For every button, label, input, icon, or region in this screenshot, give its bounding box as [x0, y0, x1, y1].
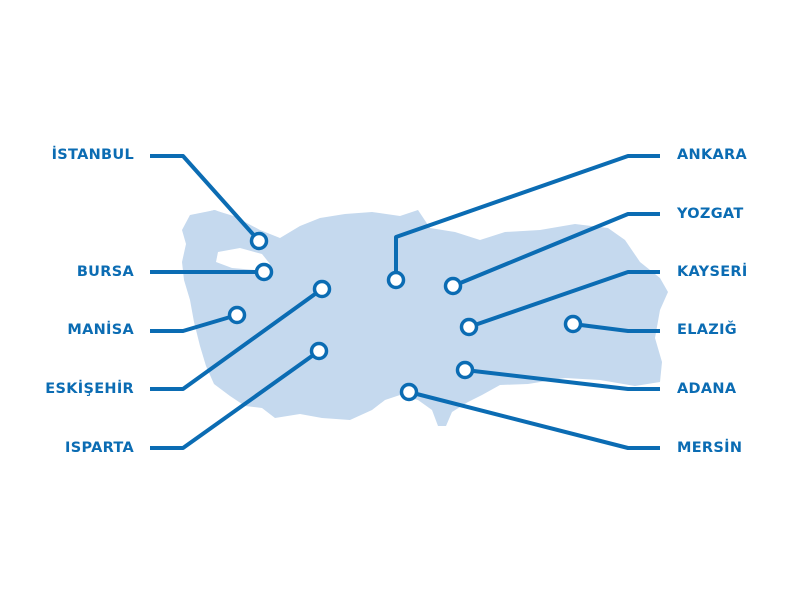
leader-line-eskisehir	[150, 287, 324, 391]
marker-istanbul	[249, 231, 269, 251]
marker-bursa	[254, 262, 274, 282]
label-kayseri: KAYSERİ	[677, 264, 748, 280]
city-markers	[227, 231, 583, 402]
turkey-landmass	[182, 210, 668, 426]
label-isparta: ISPARTA	[65, 440, 134, 456]
marker-ankara	[386, 270, 406, 290]
marker-isparta	[309, 341, 329, 361]
leader-line-isparta	[150, 349, 321, 450]
leader-line-istanbul	[150, 154, 261, 243]
label-mersin: MERSİN	[677, 440, 743, 456]
marker-kayseri	[459, 317, 479, 337]
leader-line-ankara	[394, 154, 660, 280]
label-bursa: BURSA	[76, 264, 134, 280]
marker-yozgat	[443, 276, 463, 296]
leader-line-kayseri	[468, 270, 660, 329]
sea-of-marmara	[216, 248, 270, 270]
label-adana: ADANA	[677, 381, 737, 397]
label-elazig: ELAZIĞ	[677, 322, 737, 338]
marker-eskisehir	[312, 279, 332, 299]
marker-manisa	[227, 305, 247, 325]
leader-line-yozgat	[452, 212, 660, 288]
leader-line-manisa	[150, 313, 238, 333]
marker-elazig	[563, 314, 583, 334]
label-manisa: MANİSA	[67, 322, 134, 338]
marker-adana	[455, 360, 475, 380]
marker-mersin	[399, 382, 419, 402]
leader-line-adana	[464, 368, 660, 391]
label-eskisehir: ESKİŞEHİR	[45, 381, 134, 397]
leader-lines	[150, 154, 660, 450]
leader-line-mersin	[408, 390, 660, 450]
label-istanbul: İSTANBUL	[51, 147, 134, 163]
label-yozgat: YOZGAT	[677, 206, 744, 222]
thrace-landmass	[190, 210, 252, 256]
label-ankara: ANKARA	[677, 147, 748, 163]
leader-line-elazig	[572, 322, 660, 333]
